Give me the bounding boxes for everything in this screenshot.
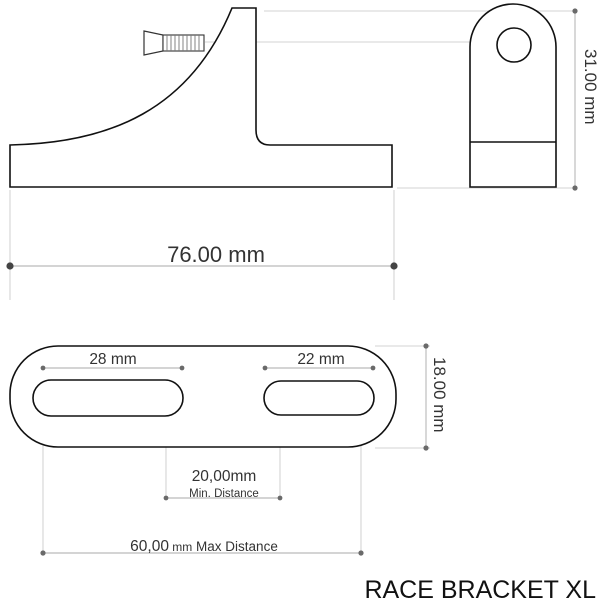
length-dimension: 76.00 mm	[6, 242, 398, 270]
slot-dimensions: 28 mm 22 mm	[40, 351, 376, 371]
slot-right-label: 22 mm	[297, 351, 344, 368]
max-distance-value: 60,00	[130, 538, 169, 555]
min-distance-value: 20,00mm	[192, 468, 257, 485]
max-distance-unit: mm	[169, 540, 192, 554]
min-distance-label: Min. Distance	[189, 488, 259, 500]
bracket-side-profile	[9, 7, 393, 188]
bracket-end-view	[469, 3, 557, 188]
height-dimension: 31.00 mm	[572, 8, 600, 191]
thickness-label: 18.00 mm	[430, 357, 449, 433]
total-length-label: 76.00 mm	[167, 242, 265, 267]
max-distance-text: 60,00 mm Max Distance	[130, 538, 278, 555]
max-distance-label: Max Distance	[192, 539, 278, 554]
bracket-top-view	[9, 345, 397, 448]
product-title: RACE BRACKET XL	[364, 576, 596, 600]
slot-right	[263, 380, 375, 416]
slot-left	[32, 379, 184, 417]
max-distance-dimension: 60,00 mm Max Distance	[40, 538, 364, 556]
min-distance-dimension: 20,00mm Min. Distance	[163, 468, 283, 501]
side-height-label: 31.00 mm	[581, 49, 600, 125]
thickness-dimension: 18.00 mm	[423, 343, 449, 451]
countersunk-screw-icon	[143, 30, 205, 56]
mounting-hole	[496, 27, 532, 63]
slot-left-label: 28 mm	[89, 351, 136, 368]
